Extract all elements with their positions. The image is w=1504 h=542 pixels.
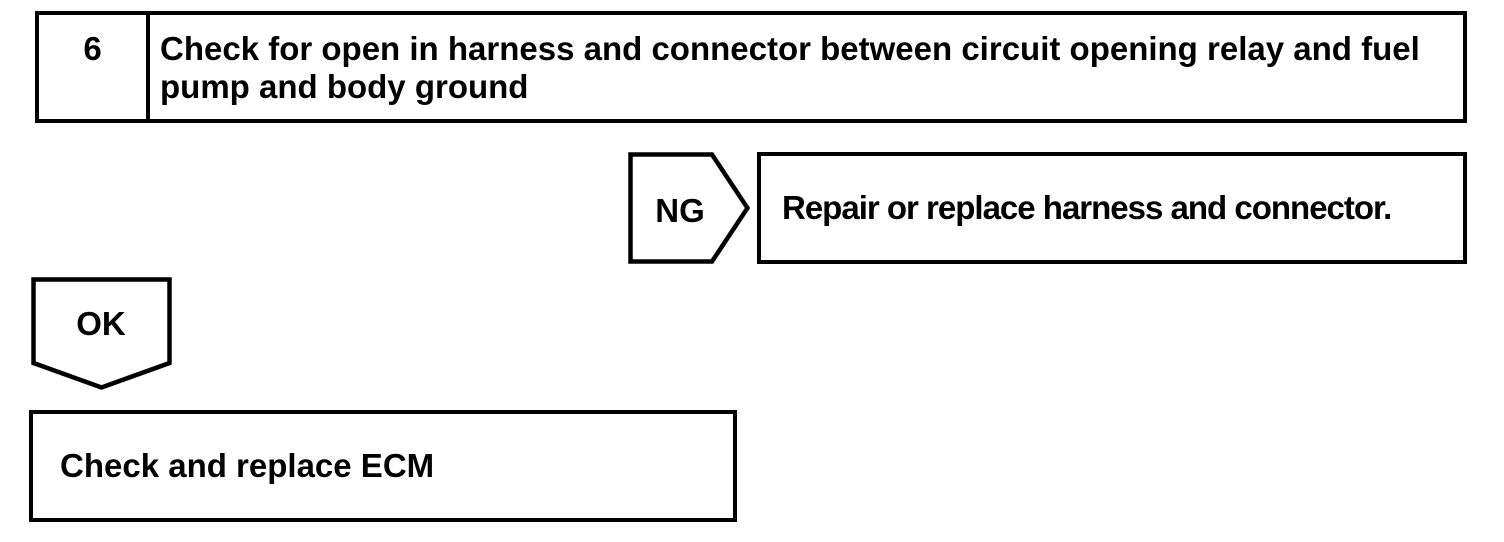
ng-action-box: Repair or replace harness and connector. — [757, 152, 1467, 264]
ng-pentagon-outline — [628, 152, 750, 264]
step-instruction-line2: pump and body ground — [160, 68, 529, 105]
ng-connector-icon: NG — [628, 152, 750, 264]
ok-action-text: Check and replace ECM — [60, 447, 435, 484]
ok-action-box: Check and replace ECM — [29, 410, 737, 522]
step-number-cell: 6 — [39, 15, 150, 119]
ok-pentagon-outline — [31, 277, 172, 390]
step-number: 6 — [83, 30, 102, 67]
step-instruction: Check for open in harness and connector … — [150, 15, 1463, 119]
ok-label: OK — [76, 305, 126, 342]
ok-connector-icon: OK — [31, 277, 172, 390]
step-instruction-line1: Check for open in harness and connector … — [160, 30, 1420, 67]
ng-label: NG — [655, 192, 705, 229]
step-box: 6 Check for open in harness and connecto… — [35, 11, 1467, 123]
ng-action-text: Repair or replace harness and connector. — [782, 189, 1392, 226]
